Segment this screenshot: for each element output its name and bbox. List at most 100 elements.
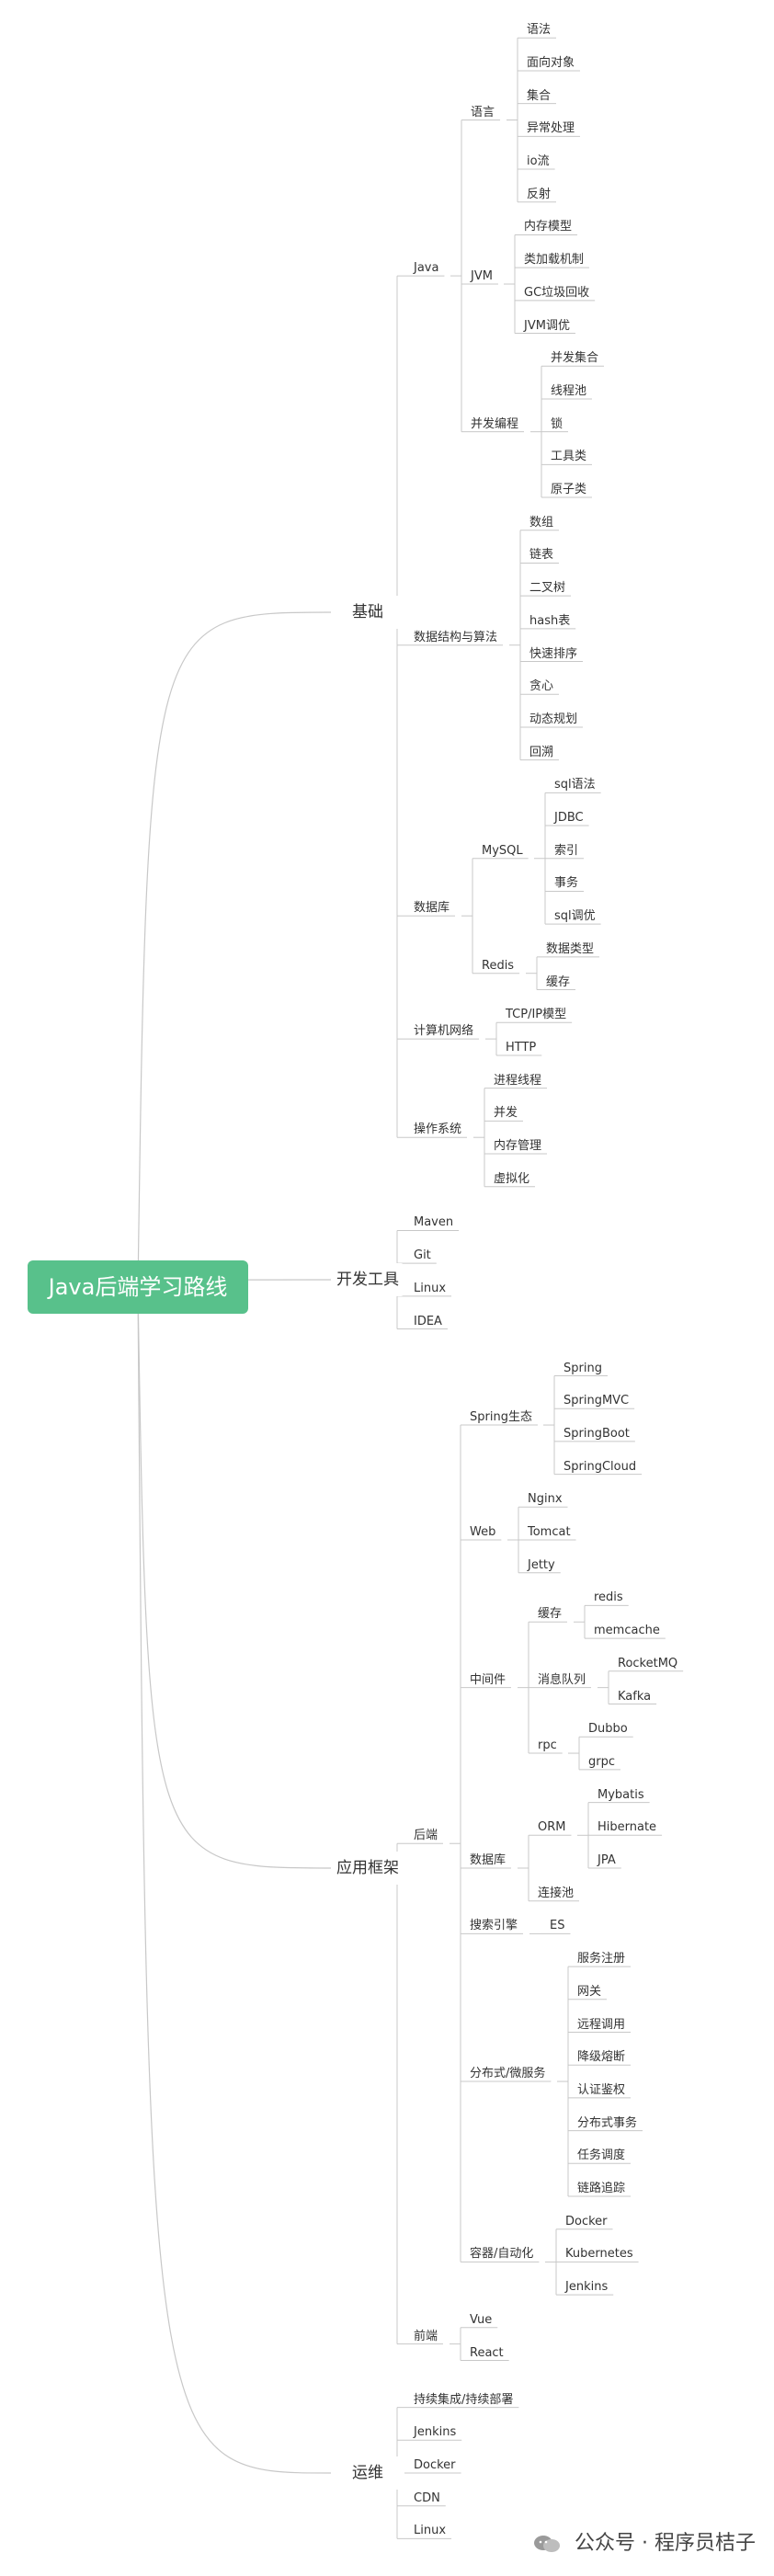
- branch-node[interactable]: 开发工具: [331, 1263, 404, 1296]
- leaf-node[interactable]: 回溯: [529, 745, 554, 759]
- leaf-node[interactable]: 事务: [554, 876, 579, 891]
- leaf-node[interactable]: 内存模型: [524, 220, 573, 234]
- leaf-node[interactable]: 贪心: [529, 679, 554, 694]
- subtopic-node[interactable]: 语言: [471, 105, 495, 120]
- topic-node[interactable]: 计算机网络: [414, 1024, 474, 1039]
- leaf-node[interactable]: 线程池: [551, 383, 587, 398]
- leaf-node[interactable]: 内存管理: [494, 1139, 542, 1154]
- topic-node[interactable]: 前端: [414, 2329, 438, 2343]
- subtopic-node[interactable]: 搜索引擎: [470, 1919, 518, 1933]
- leaf-node[interactable]: JPA: [598, 1853, 616, 1867]
- subtopic-node[interactable]: 缓存: [538, 1607, 563, 1622]
- topic-node[interactable]: Java: [414, 261, 439, 276]
- leaf-node[interactable]: TCP/IP模型: [506, 1008, 567, 1022]
- leaf-node[interactable]: 降级熔断: [577, 2050, 626, 2065]
- leaf-node[interactable]: Mybatis: [598, 1787, 644, 1802]
- topic-node[interactable]: 持续集成/持续部署: [414, 2392, 514, 2407]
- leaf-node[interactable]: 异常处理: [527, 121, 575, 136]
- leaf-node[interactable]: 原子类: [551, 483, 587, 497]
- leaf-node[interactable]: 网关: [577, 1984, 602, 1999]
- topic-node[interactable]: Jenkins: [414, 2425, 457, 2440]
- leaf-node[interactable]: Dubbo: [588, 1722, 628, 1737]
- leaf-node[interactable]: Jenkins: [565, 2280, 609, 2295]
- leaf-node[interactable]: sql语法: [554, 778, 596, 792]
- subtopic-node[interactable]: 分布式/微服务: [470, 2067, 546, 2081]
- subtopic-node[interactable]: 并发编程: [471, 416, 519, 431]
- leaf-node[interactable]: 分布式事务: [577, 2115, 638, 2130]
- subtopic-node[interactable]: 中间件: [470, 1672, 507, 1687]
- root-node[interactable]: Java后端学习路线: [28, 1260, 248, 1314]
- leaf-node[interactable]: 语法: [527, 23, 552, 38]
- leaf-node[interactable]: 索引: [554, 843, 579, 858]
- leaf-node[interactable]: 快速排序: [529, 646, 578, 661]
- topic-node[interactable]: CDN: [414, 2491, 440, 2505]
- subtopic-node[interactable]: 容器/自动化: [470, 2247, 534, 2262]
- topic-node[interactable]: Linux: [414, 2524, 447, 2538]
- leaf-node[interactable]: 虚拟化: [494, 1171, 530, 1186]
- leaf-node[interactable]: Tomcat: [528, 1525, 571, 1539]
- subtopic-node[interactable]: rpc: [538, 1738, 557, 1753]
- leaf-node[interactable]: RocketMQ: [618, 1656, 678, 1670]
- leaf-node[interactable]: memcache: [594, 1624, 660, 1638]
- leaf-node[interactable]: Docker: [565, 2214, 608, 2228]
- leaf-node[interactable]: SpringBoot: [563, 1426, 630, 1441]
- leaf-node[interactable]: redis: [594, 1590, 623, 1605]
- topic-node[interactable]: Maven: [414, 1215, 454, 1230]
- leaf-node[interactable]: 集合: [527, 88, 552, 103]
- leaf-node[interactable]: 服务注册: [577, 1952, 626, 1966]
- leaf-node[interactable]: JDBC: [554, 811, 584, 826]
- leaf-node[interactable]: ES: [550, 1919, 565, 1933]
- leaf-node[interactable]: 连接池: [538, 1886, 575, 1900]
- leaf-node[interactable]: 链表: [529, 548, 554, 563]
- leaf-node[interactable]: 动态规划: [529, 712, 578, 726]
- topic-node[interactable]: 操作系统: [414, 1123, 462, 1137]
- leaf-node[interactable]: hash表: [529, 613, 571, 628]
- leaf-node[interactable]: 锁: [551, 416, 563, 431]
- leaf-node[interactable]: 类加载机制: [524, 253, 585, 268]
- topic-node[interactable]: 后端: [414, 1829, 438, 1843]
- leaf-node[interactable]: 认证鉴权: [577, 2082, 626, 2097]
- topic-node[interactable]: IDEA: [414, 1314, 442, 1328]
- leaf-node[interactable]: Vue: [470, 2312, 493, 2327]
- leaf-node[interactable]: grpc: [588, 1754, 615, 1769]
- subtopic-node[interactable]: Redis: [482, 958, 515, 973]
- leaf-node[interactable]: sql调优: [554, 909, 596, 924]
- leaf-node[interactable]: 数组: [529, 515, 554, 530]
- leaf-node[interactable]: Jetty: [528, 1557, 555, 1572]
- branch-node[interactable]: 基础: [331, 596, 404, 629]
- leaf-node[interactable]: 缓存: [546, 975, 571, 989]
- subtopic-node[interactable]: Spring生态: [470, 1410, 532, 1425]
- leaf-node[interactable]: Spring: [563, 1361, 602, 1375]
- leaf-node[interactable]: HTTP: [506, 1040, 537, 1054]
- leaf-node[interactable]: 进程线程: [494, 1073, 542, 1088]
- leaf-node[interactable]: Kubernetes: [565, 2247, 633, 2262]
- branch-node[interactable]: 运维: [331, 2456, 404, 2490]
- subtopic-node[interactable]: Web: [470, 1525, 496, 1539]
- topic-node[interactable]: Linux: [414, 1281, 447, 1295]
- topic-node[interactable]: Docker: [414, 2458, 456, 2472]
- leaf-node[interactable]: 远程调用: [577, 2017, 626, 2032]
- leaf-node[interactable]: Kafka: [618, 1689, 652, 1704]
- leaf-node[interactable]: GC垃圾回收: [524, 285, 590, 300]
- leaf-node[interactable]: 数据类型: [546, 941, 595, 956]
- leaf-node[interactable]: io流: [527, 154, 550, 169]
- subtopic-node[interactable]: 数据库: [470, 1853, 507, 1867]
- subtopic-node[interactable]: JVM: [471, 269, 493, 283]
- leaf-node[interactable]: 并发集合: [551, 351, 599, 366]
- subtopic-node[interactable]: 消息队列: [538, 1672, 586, 1687]
- subtopic-node[interactable]: ORM: [538, 1820, 566, 1835]
- topic-node[interactable]: 数据结构与算法: [414, 630, 498, 644]
- subtopic-node[interactable]: MySQL: [482, 843, 523, 858]
- branch-node[interactable]: 应用框架: [331, 1852, 404, 1885]
- leaf-node[interactable]: Nginx: [528, 1492, 563, 1507]
- leaf-node[interactable]: 工具类: [551, 450, 587, 464]
- leaf-node[interactable]: SpringMVC: [563, 1394, 630, 1408]
- leaf-node[interactable]: 链路追踪: [577, 2182, 626, 2195]
- leaf-node[interactable]: 并发: [494, 1106, 518, 1121]
- leaf-node[interactable]: 面向对象: [527, 55, 575, 70]
- leaf-node[interactable]: 反射: [527, 187, 552, 201]
- leaf-node[interactable]: Hibernate: [598, 1820, 657, 1835]
- topic-node[interactable]: 数据库: [414, 901, 450, 916]
- leaf-node[interactable]: 二叉树: [529, 581, 566, 596]
- leaf-node[interactable]: React: [470, 2345, 504, 2360]
